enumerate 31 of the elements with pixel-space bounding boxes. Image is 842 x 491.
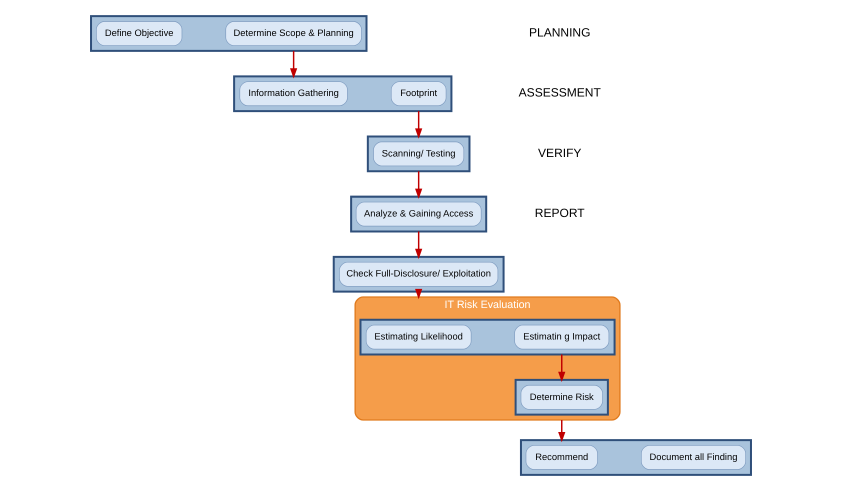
cluster [366, 136, 470, 172]
node-box: Check Full-Disclosure/ Exploitation [339, 262, 498, 287]
cluster [520, 439, 752, 476]
node-box: Recommend [526, 445, 598, 470]
arrow [558, 354, 566, 382]
node-box: Analyze & Gaining Access [356, 202, 482, 226]
node-box: Estimating Likelihood [366, 324, 472, 350]
label: ASSESSMENT [518, 86, 601, 100]
node-box: Scanning/ Testing [373, 142, 464, 166]
cluster [514, 378, 609, 416]
node-box: Define Objective [96, 21, 182, 46]
arrow [290, 50, 298, 79]
cluster [233, 75, 452, 112]
arrow [415, 231, 422, 260]
node-box: Footprint [390, 81, 446, 106]
label: PLANNING [529, 25, 590, 40]
arrow [558, 420, 566, 442]
node-box: Information Gathering [239, 81, 348, 106]
cluster [350, 196, 488, 232]
cluster [359, 318, 616, 356]
node-box: Estimatin g Impact [514, 324, 610, 350]
node-box: Determine Scope & Planning [225, 21, 362, 46]
node-box: Determine Risk [520, 384, 603, 410]
cluster [90, 15, 368, 52]
arrow [415, 171, 422, 199]
node-box: Document all Finding [640, 445, 746, 470]
arrow [415, 111, 422, 139]
cluster [332, 256, 505, 293]
arrow [415, 288, 422, 300]
label: VERIFY [538, 146, 582, 160]
label: REPORT [534, 206, 585, 220]
